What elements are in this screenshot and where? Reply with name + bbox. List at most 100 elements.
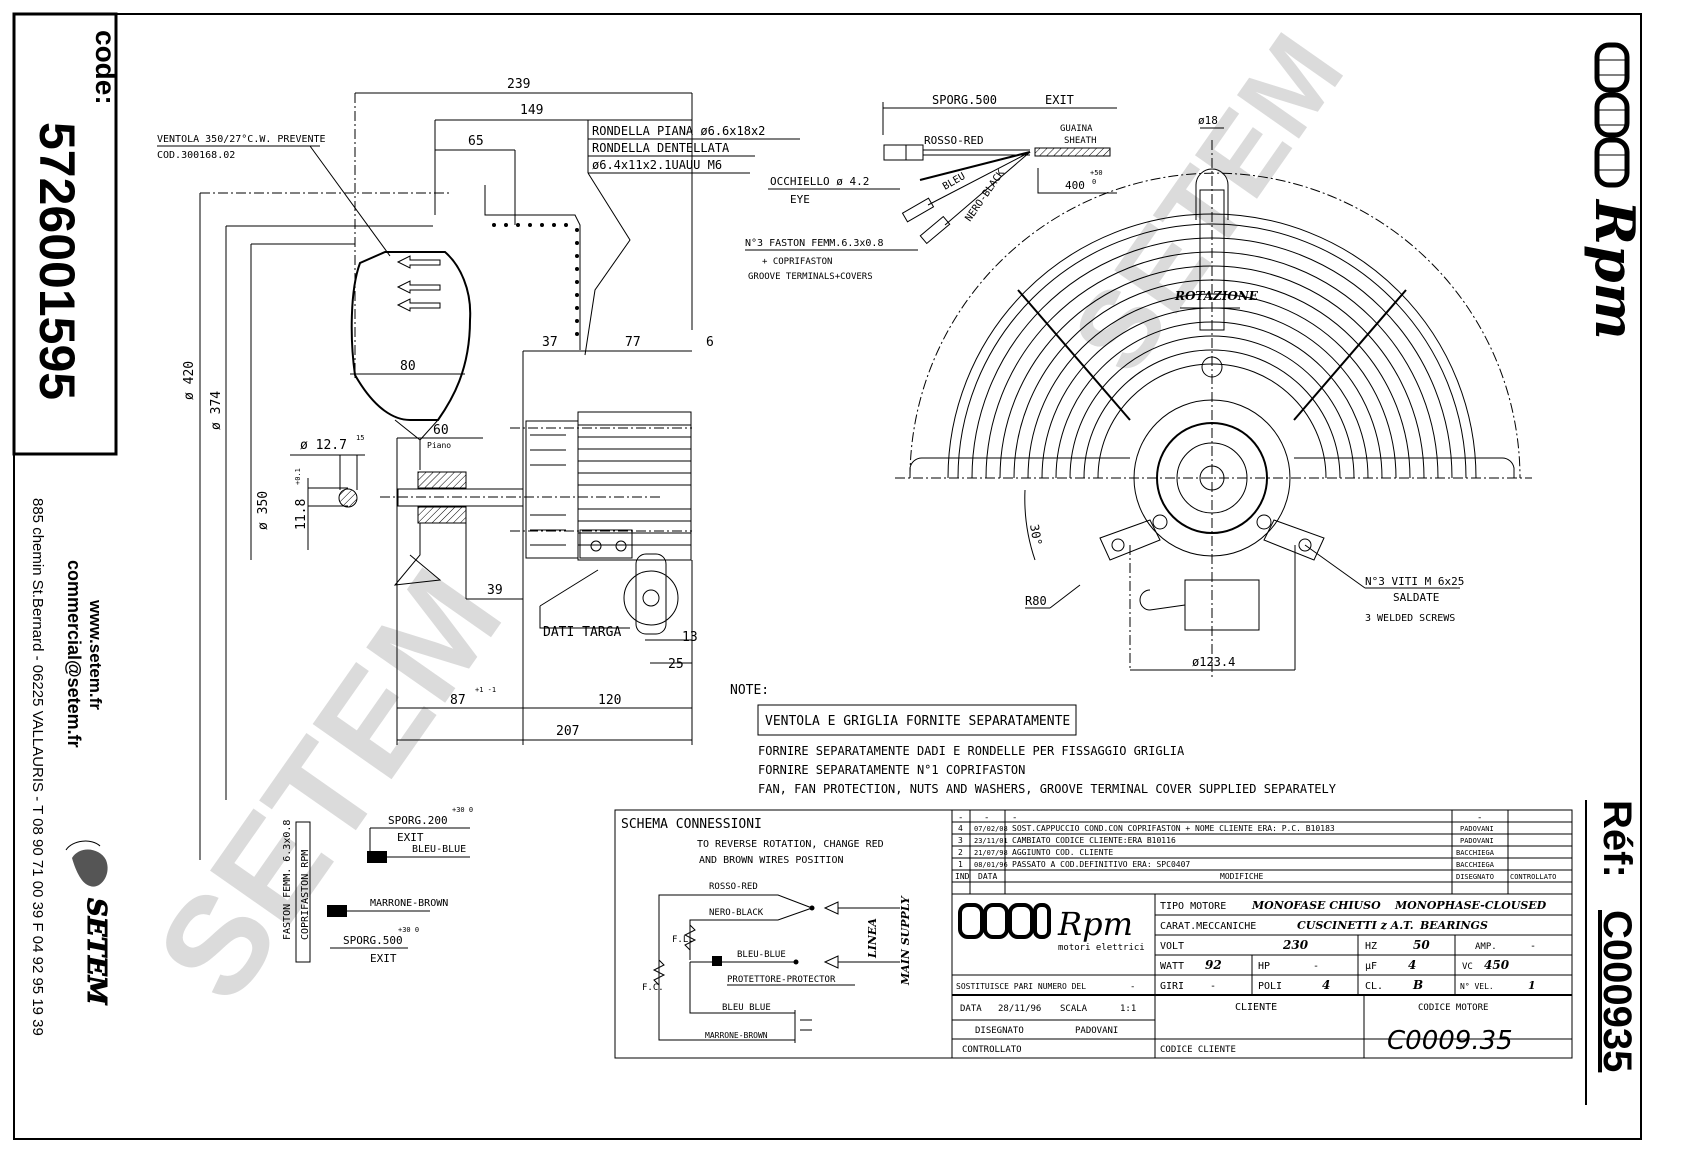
notes-boxed bbox=[757, 704, 1077, 736]
motor-front-flange bbox=[525, 420, 579, 559]
email-link[interactable]: commercial@setem.fr bbox=[64, 560, 84, 748]
grille-spoke-right bbox=[1293, 289, 1407, 421]
cable-length-tol-plus: +50 bbox=[1090, 169, 1103, 177]
alt-cover-label: COPRIFASTON RPM bbox=[300, 850, 311, 940]
nameplate-label: DATI TARGA bbox=[543, 625, 621, 640]
motor-type-en: MONOPHASE-CLOUSED bbox=[1394, 899, 1547, 912]
table-row: 4 07/02/08 SOST.CAPPUCCIO COND.CON COPRI… bbox=[958, 824, 1494, 833]
terminal-block bbox=[579, 529, 633, 559]
replaces-label: SOSTITUISCE PARI NUMERO DEL bbox=[956, 982, 1086, 991]
notes-boxed-text: VENTOLA E GRIGLIA FORNITE SEPARATAMENTE bbox=[765, 714, 1070, 729]
code-box bbox=[12, 12, 118, 456]
dim-149: 149 bbox=[520, 103, 543, 118]
front-view: ø18 ROTAZIONE 30° R80 N°3 VITI M 6x25 SA… bbox=[895, 114, 1532, 680]
dim-80: 80 bbox=[400, 359, 416, 374]
rev-footer-ind: IND bbox=[955, 872, 970, 881]
rev-header-desc: - bbox=[1012, 813, 1017, 823]
capacitor-clamp bbox=[635, 553, 667, 635]
cable-red: ROSSO-RED bbox=[924, 134, 984, 147]
code-value-group: 5726001595 bbox=[29, 122, 85, 400]
rotation-label: ROTAZIONE bbox=[1174, 289, 1259, 303]
rev-drawn: PADOVANI bbox=[1460, 837, 1494, 845]
red-connector-icon bbox=[883, 144, 907, 161]
scale-label: SCALA bbox=[1060, 1004, 1088, 1014]
dim-118: 11.8 bbox=[294, 499, 309, 530]
wiring-blue2: BLEU BLUE bbox=[722, 1003, 771, 1013]
dim-207: 207 bbox=[556, 724, 579, 739]
wiring-note-line1: TO REVERSE ROTATION, CHANGE RED bbox=[697, 839, 884, 850]
fc-resistor-icon bbox=[652, 959, 666, 986]
rev-desc: PASSATO A COD.DEFINITIVO ERA: SPC0407 bbox=[1012, 860, 1190, 869]
wiring-note-line2: AND BROWN WIRES POSITION bbox=[699, 855, 844, 866]
rev-header-drawn: - bbox=[1477, 813, 1482, 823]
motor-type-label: TIPO MOTORE bbox=[1160, 901, 1226, 912]
dim-118-tol: +0.1 bbox=[294, 468, 302, 485]
grille-bracket bbox=[484, 185, 581, 350]
dim-77: 77 bbox=[625, 335, 641, 350]
date-label: DATA bbox=[960, 1004, 982, 1014]
hub-section-top bbox=[417, 471, 467, 489]
fan-note-line1: VENTOLA 350/27°C.W. PREVENTE bbox=[157, 134, 326, 145]
uf-value: 4 bbox=[1408, 958, 1416, 972]
dim-d350: ø 350 bbox=[256, 491, 271, 530]
table-row: 3 23/11/01 CAMBIATO CODICE CLIENTE:ERA B… bbox=[958, 836, 1494, 845]
class-value: B bbox=[1412, 978, 1423, 992]
fan-note-line2: COD.300168.02 bbox=[157, 150, 235, 161]
rev-date: 07/02/08 bbox=[974, 825, 1008, 833]
ref-label: Réf: bbox=[1595, 800, 1639, 878]
table-row: 1 08/01/96 PASSATO A COD.DEFINITIVO ERA:… bbox=[958, 860, 1495, 869]
watermark-right: SETEM bbox=[1049, 13, 1367, 394]
blue-faston-icon bbox=[901, 197, 935, 223]
motor-body bbox=[577, 411, 692, 561]
drawn-value: PADOVANI bbox=[1075, 1026, 1118, 1036]
website-link[interactable]: www.setem.fr bbox=[86, 599, 105, 710]
washer-note-line3: ø6.4x11x2.1UAUU M6 bbox=[592, 158, 722, 172]
rev-header-ind: - bbox=[958, 813, 963, 823]
cable-length: 400 bbox=[1065, 179, 1085, 192]
wiring-title: SCHEMA CONNESSIONI bbox=[621, 817, 762, 832]
alt-blue: BLEU-BLUE bbox=[412, 844, 466, 855]
rpm-brand-group: Rpm bbox=[1583, 198, 1647, 340]
dim-39: 39 bbox=[487, 583, 503, 598]
screws-line2: SALDATE bbox=[1393, 591, 1439, 604]
ref-value: C000935 bbox=[1595, 910, 1639, 1072]
alt-brown: MARRONE-BROWN bbox=[370, 898, 448, 909]
notes-line3: FAN, FAN PROTECTION, NUTS AND WASHERS, G… bbox=[758, 782, 1337, 796]
cable-length-tol-minus: 0 bbox=[1092, 178, 1096, 186]
mech-en: BEARINGS bbox=[1419, 919, 1488, 932]
cable-assembly: SPORG.500 EXIT ROSSO-RED GUAINA SHEATH O… bbox=[745, 93, 1117, 282]
protector-icon bbox=[712, 956, 722, 966]
svg-text:SETEM: SETEM bbox=[126, 542, 531, 1027]
client-code-label: CODICE CLIENTE bbox=[1160, 1045, 1236, 1055]
notes-line2: FORNIRE SEPARATAMENTE N°1 COPRIFASTON bbox=[758, 763, 1025, 777]
rev-footer-desc: MODIFICHE bbox=[1220, 872, 1264, 881]
supply-arrow-icon-2 bbox=[823, 955, 839, 969]
capacitor bbox=[1184, 579, 1260, 631]
rev-desc: AGGIUNTO COD. CLIENTE bbox=[1012, 848, 1113, 857]
replaces-value: - bbox=[1130, 982, 1135, 992]
notes-title: NOTE: bbox=[730, 683, 769, 698]
blue-connector-icon bbox=[367, 851, 387, 863]
alt-spurge-top: SPORG.200 bbox=[388, 814, 448, 827]
speeds-label: N° VEL. bbox=[1460, 982, 1494, 991]
vc-value: 450 bbox=[1484, 958, 1510, 972]
dim-65: 65 bbox=[468, 134, 484, 149]
dim-120: 120 bbox=[598, 693, 621, 708]
outer-guard-circle bbox=[909, 172, 1521, 479]
wiring-schema: SCHEMA CONNESSIONI TO REVERSE ROTATION, … bbox=[614, 809, 953, 1059]
hz-label: HZ bbox=[1365, 941, 1377, 952]
email-group: commercial@setem.fr bbox=[64, 560, 84, 748]
setem-logo-group: SETEM bbox=[81, 898, 112, 1007]
alt-spurge-bottom-tol: +30 0 bbox=[398, 926, 419, 934]
cable-exit: EXIT bbox=[1045, 93, 1074, 107]
hz-value: 50 bbox=[1413, 938, 1430, 952]
speeds-value: 1 bbox=[1528, 979, 1536, 992]
alt-exit-top: EXIT bbox=[397, 831, 424, 844]
dim-87: 87 bbox=[450, 693, 466, 708]
wiring-blue: BLEU-BLUE bbox=[737, 950, 786, 960]
cable-black: NERO-BLACK bbox=[963, 168, 1007, 224]
rev-desc: SOST.CAPPUCCIO COND.CON COPRIFASTON + NO… bbox=[1012, 824, 1335, 833]
piano-label: Piano bbox=[427, 441, 451, 450]
shaft-section bbox=[338, 488, 358, 508]
